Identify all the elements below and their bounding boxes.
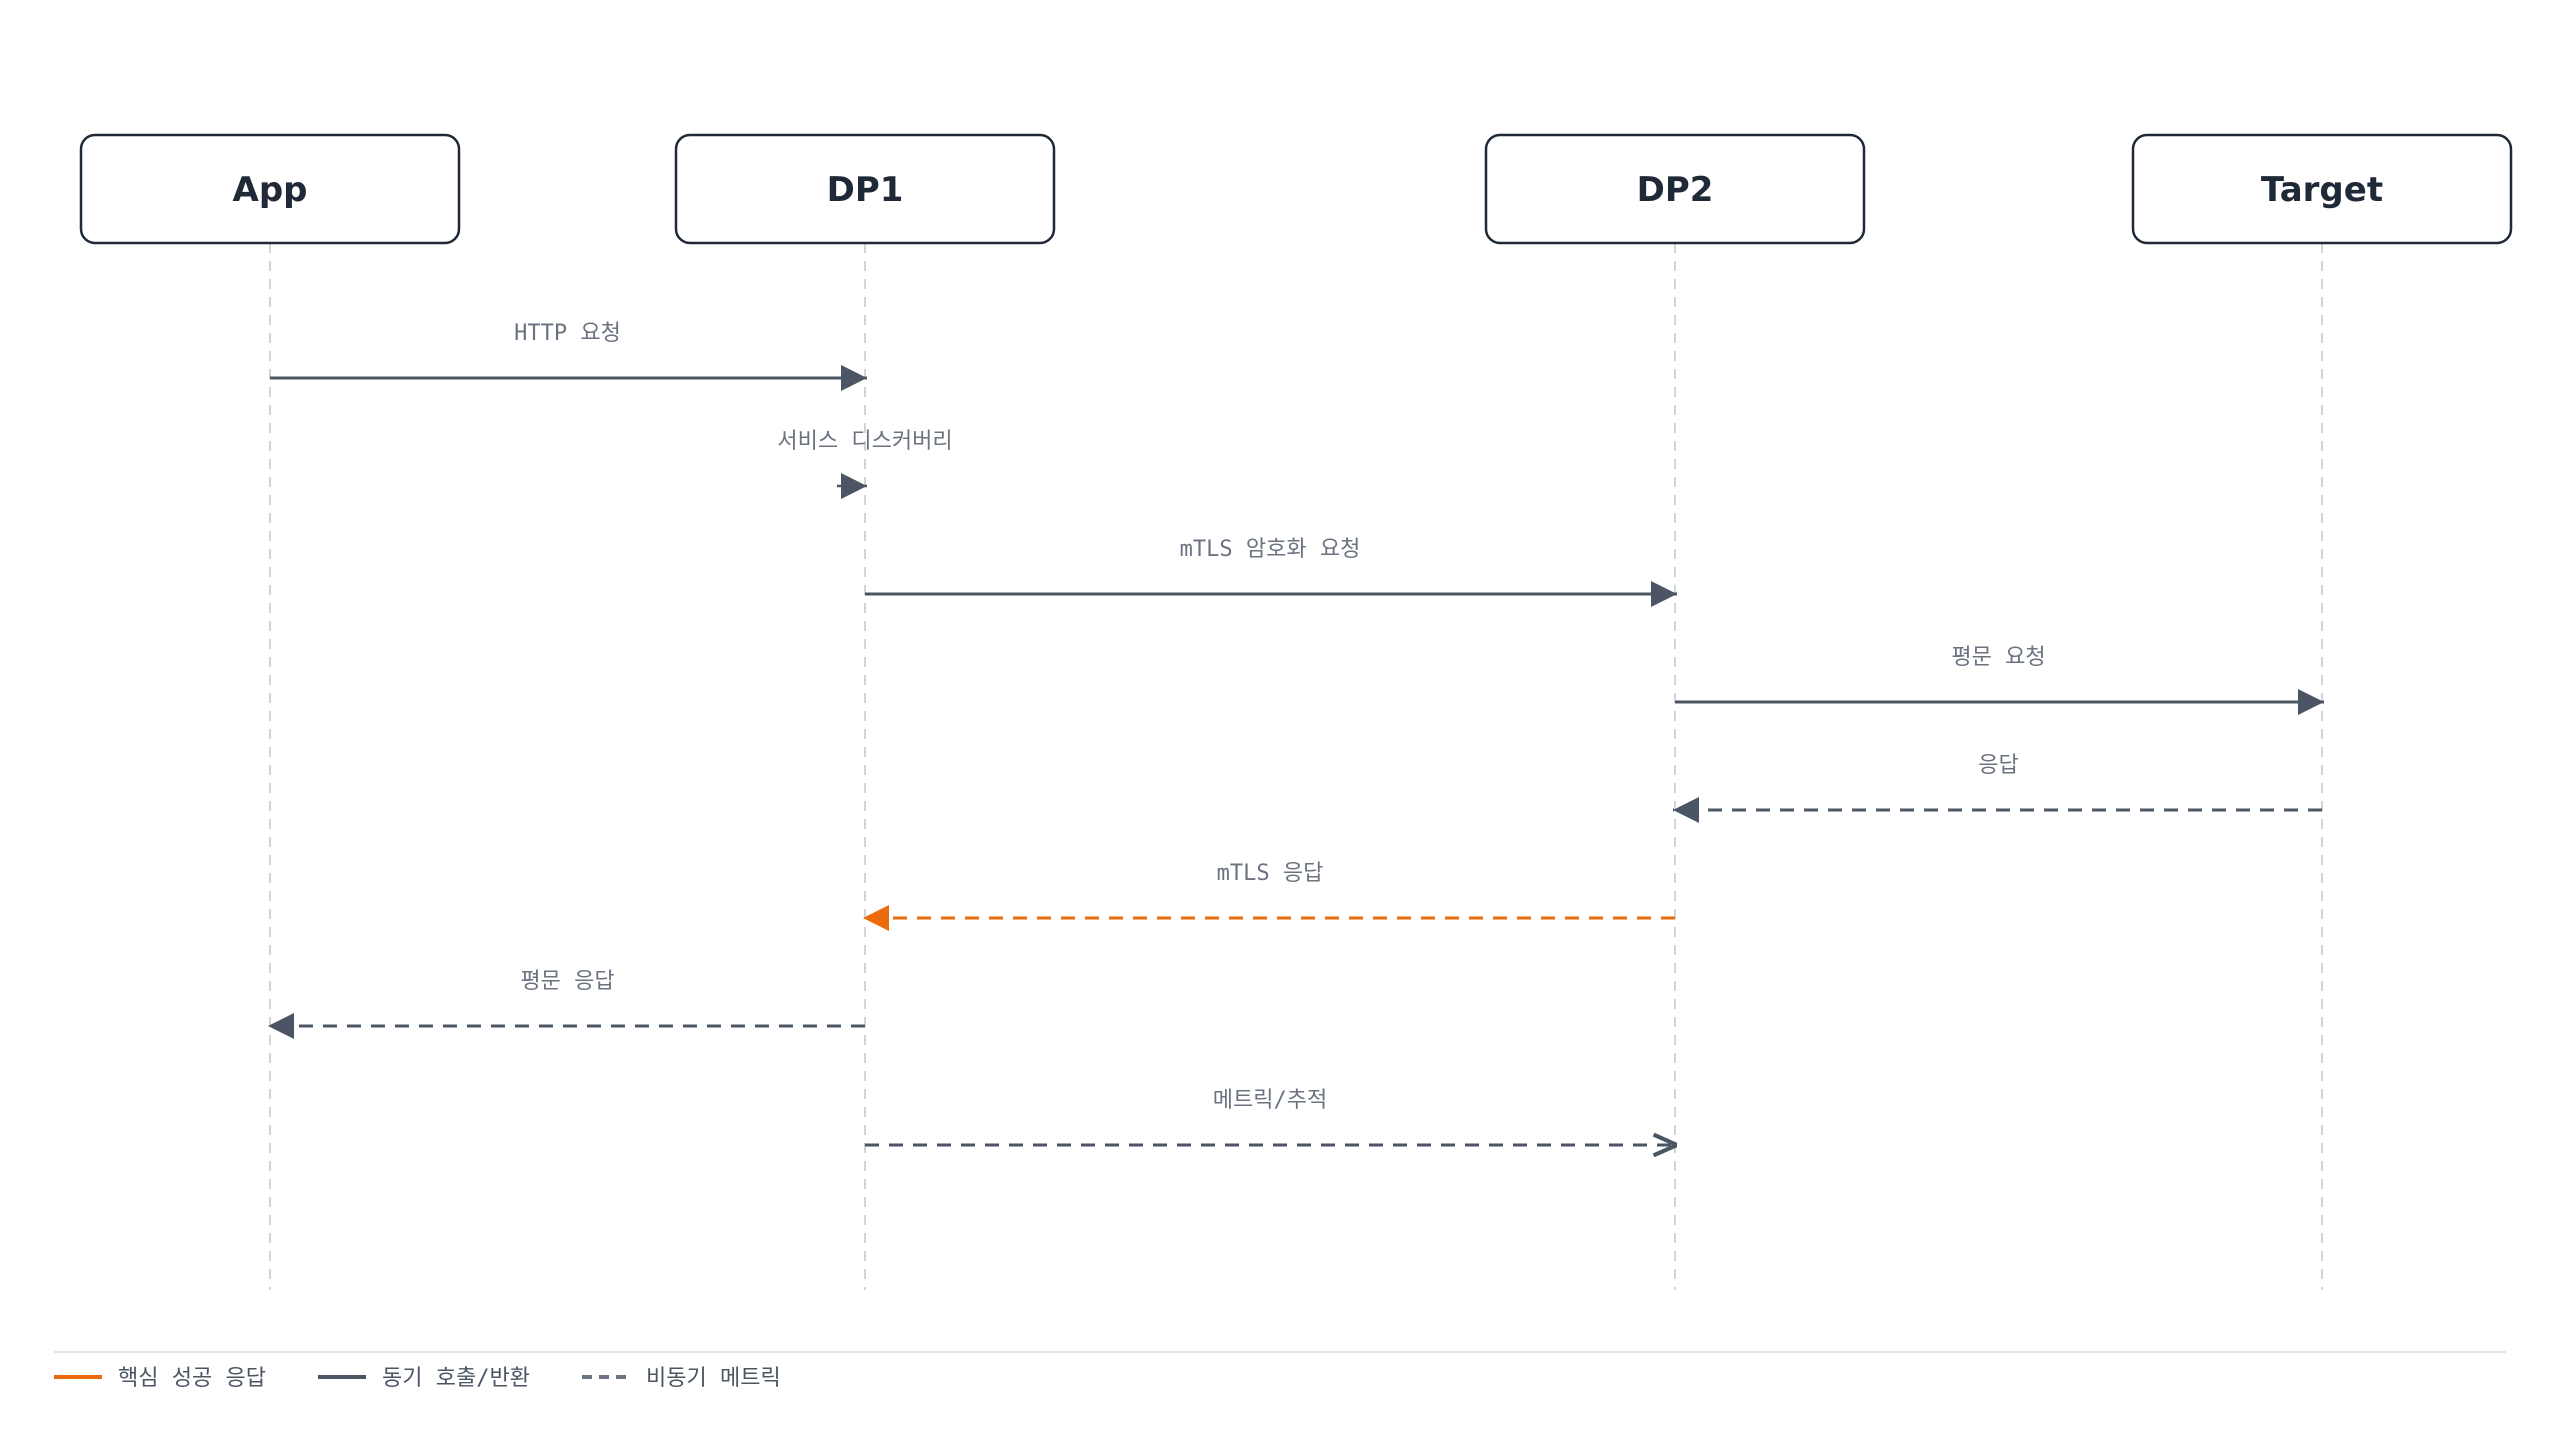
- message-label: mTLS 암호화 요청: [1180, 537, 1361, 562]
- message-label: 응답: [1978, 753, 2018, 778]
- legend-label: 핵심 성공 응답: [118, 1366, 266, 1391]
- message-3: mTLS 암호화 요청: [865, 537, 1677, 607]
- participant-label: DP2: [1637, 170, 1714, 210]
- message-label: 메트릭/추적: [1213, 1088, 1327, 1113]
- legend-label: 동기 호출/반환: [382, 1366, 530, 1391]
- participants: App DP1 DP2 Target: [79, 133, 2513, 245]
- legend-item-1: 핵심 성공 응답: [54, 1366, 266, 1391]
- message-label: 평문 응답: [520, 969, 614, 994]
- participant-label: DP1: [827, 170, 904, 210]
- participant-label: Target: [2261, 170, 2383, 210]
- message-6: mTLS 응답: [863, 861, 1675, 931]
- lifelines: [269, 243, 2323, 1290]
- participant-box: [79, 133, 461, 245]
- participant-dp1: DP1: [674, 133, 1056, 245]
- participant-app: App: [79, 133, 461, 245]
- legend-item-3: 비동기 메트릭: [582, 1366, 781, 1391]
- message-label: 평문 요청: [1951, 645, 2045, 670]
- participant-box: [1484, 133, 1866, 245]
- legend: 핵심 성공 응답 동기 호출/반환 비동기 메트릭: [54, 1351, 2506, 1391]
- participant-box: [674, 133, 1056, 245]
- message-label: 서비스 디스커버리: [777, 429, 952, 454]
- message-7: 평문 응답: [268, 969, 865, 1039]
- message-2: 서비스 디스커버리: [777, 429, 953, 499]
- participant-target: Target: [2131, 133, 2513, 245]
- legend-label: 비동기 메트릭: [646, 1366, 781, 1391]
- message-1: HTTP 요청: [270, 321, 867, 391]
- message-8: 메트릭/추적: [865, 1088, 1677, 1145]
- message-label: mTLS 응답: [1217, 861, 1324, 886]
- legend-item-2: 동기 호출/반환: [318, 1366, 530, 1391]
- participant-box: [2131, 133, 2513, 245]
- participant-dp2: DP2: [1484, 133, 1866, 245]
- message-4: 평문 요청: [1675, 645, 2324, 715]
- participant-label: App: [233, 170, 308, 210]
- message-5: 응답: [1673, 753, 2322, 823]
- message-label: HTTP 요청: [514, 321, 621, 346]
